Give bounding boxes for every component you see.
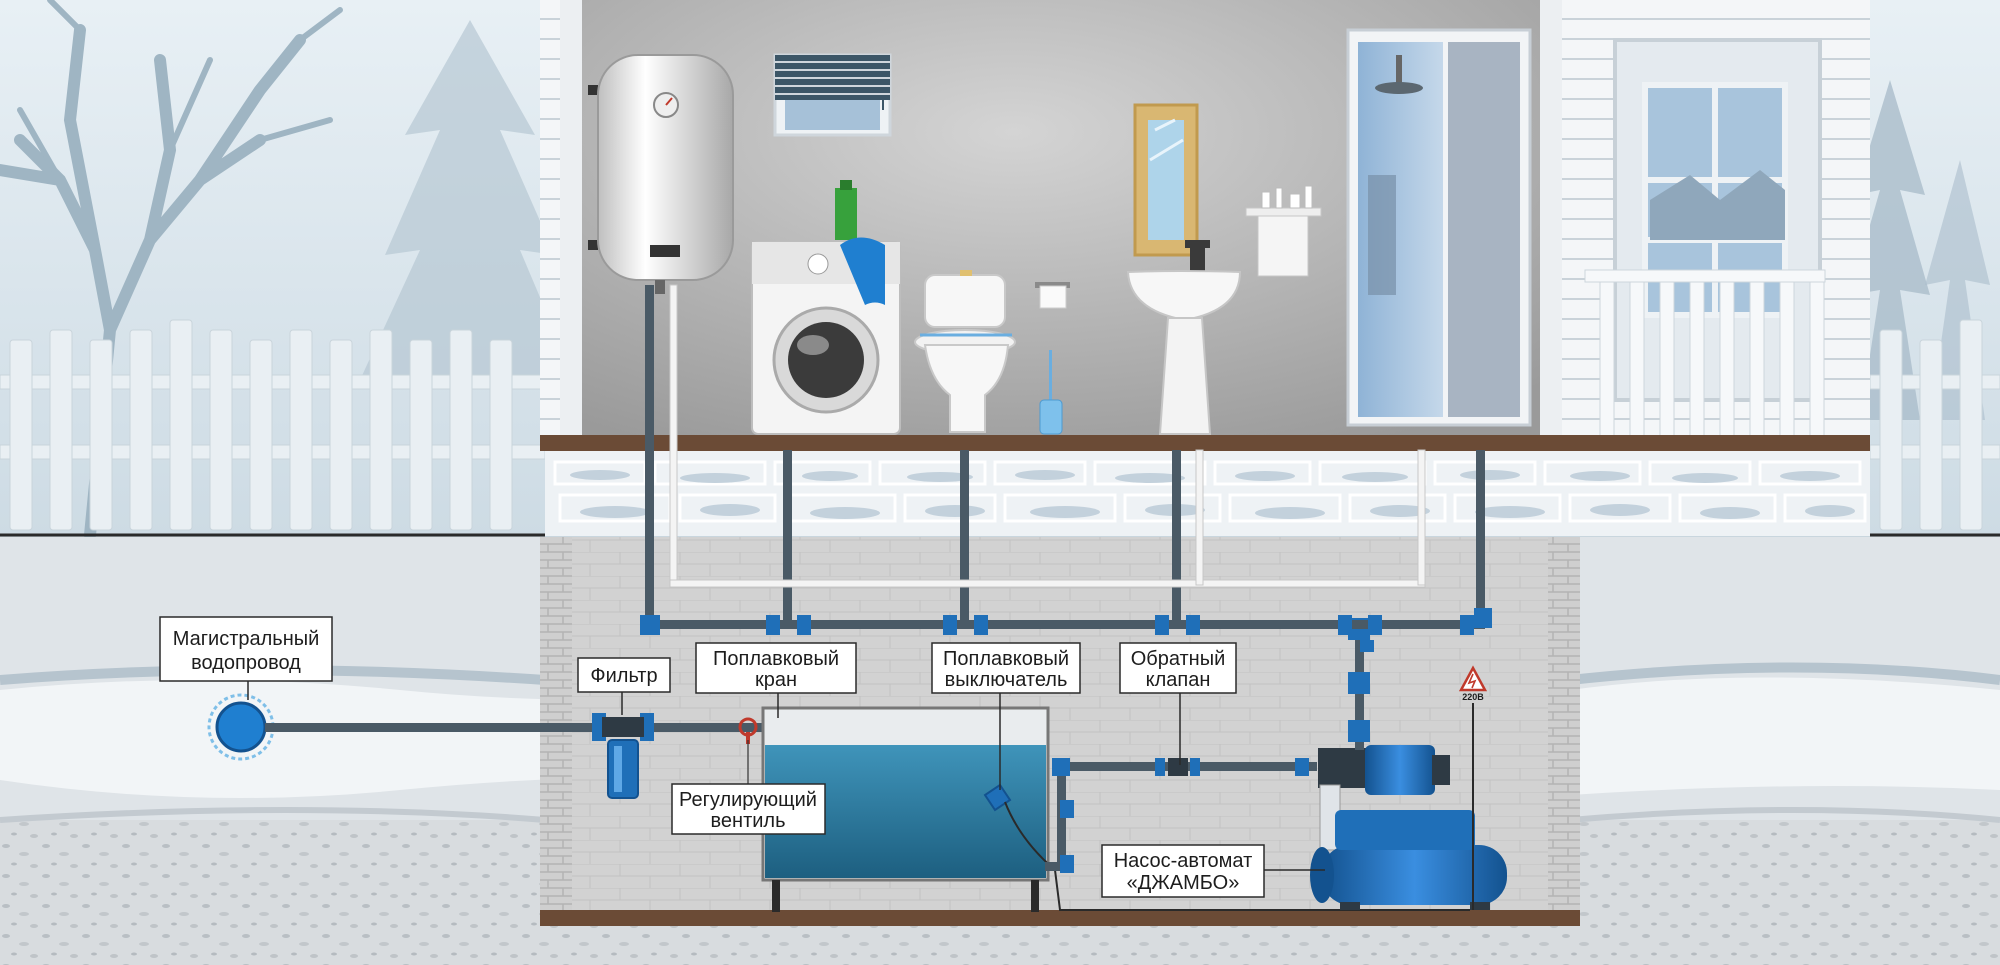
callout-float-valve: Поплавковый кран: [695, 642, 857, 694]
gravel-top-edge: [0, 807, 2000, 823]
callout-regulating-valve-2: вентиль: [711, 810, 786, 832]
filter-icon: [575, 713, 755, 799]
callout-main-line-2: водопровод: [191, 652, 301, 674]
warning-voltage-label: 220В: [1462, 692, 1484, 702]
shower-cabin-icon: [1346, 28, 1532, 427]
callout-regulating-valve: Регулирующий вентиль: [671, 783, 826, 835]
callout-main-line-1: Магистральный: [173, 628, 320, 650]
callout-float-valve-2: кран: [755, 669, 797, 691]
window-icon: [773, 53, 892, 137]
mirror-icon: [1133, 103, 1199, 257]
callout-pump-station-1: Насос-автомат: [1114, 850, 1253, 872]
pressure-pipe: [1348, 618, 1370, 750]
pump-station-icon: [1310, 745, 1507, 910]
room-frame-right: [1540, 0, 1562, 440]
pipe-fittings: [640, 608, 1492, 652]
callout-pump-station: Насос-автомат «ДЖАМБО»: [1101, 844, 1265, 898]
toilet-icon: [914, 270, 1016, 433]
bathroom-shelf-icon: [1245, 185, 1322, 277]
hot-water-pipe: [669, 284, 1426, 588]
snow-layer-right: [1570, 677, 2000, 795]
callout-pump-station-2: «ДЖАМБО»: [1127, 872, 1240, 894]
fence-icon: [0, 319, 2000, 531]
callout-leaders: [247, 680, 1325, 871]
basement-wall-right: [1548, 537, 1580, 910]
callout-check-valve-1: Обратный: [1131, 648, 1226, 670]
tree-icon: [0, 0, 343, 541]
porch-railing: [1584, 269, 1826, 441]
basement-floor: [540, 910, 1580, 926]
callout-filter: Фильтр: [577, 657, 671, 693]
distribution-pipe: [645, 285, 1485, 629]
room-frame-left: [560, 0, 582, 440]
foundation-stone-shades: [570, 470, 1855, 519]
callout-check-valve-2: клапан: [1146, 669, 1211, 691]
washing-machine-icon: [751, 180, 901, 435]
warning-triangle-icon: 220В: [1458, 665, 1488, 910]
callout-filter-1: Фильтр: [590, 665, 657, 687]
callout-regulating-valve-1: Регулирующий: [679, 789, 817, 811]
sink-icon: [1126, 240, 1242, 435]
main-water-line: [207, 693, 575, 761]
tree-icon: [360, 20, 575, 380]
callout-float-valve-1: Поплавковый: [713, 648, 839, 670]
callout-float-switch: Поплавковый выключатель: [931, 642, 1081, 694]
water-heater-icon: [588, 54, 734, 294]
toilet-paper-icon: [1035, 282, 1070, 309]
suction-pipe: [1045, 758, 1317, 873]
callout-check-valve: Обратный клапан: [1119, 642, 1237, 694]
toilet-brush-icon: [1039, 350, 1063, 435]
floor-slab: [540, 435, 1870, 451]
callout-main-line: Магистральный водопровод: [159, 616, 333, 682]
callout-float-switch-2: выключатель: [945, 669, 1068, 691]
callout-float-switch-1: Поплавковый: [943, 648, 1069, 670]
